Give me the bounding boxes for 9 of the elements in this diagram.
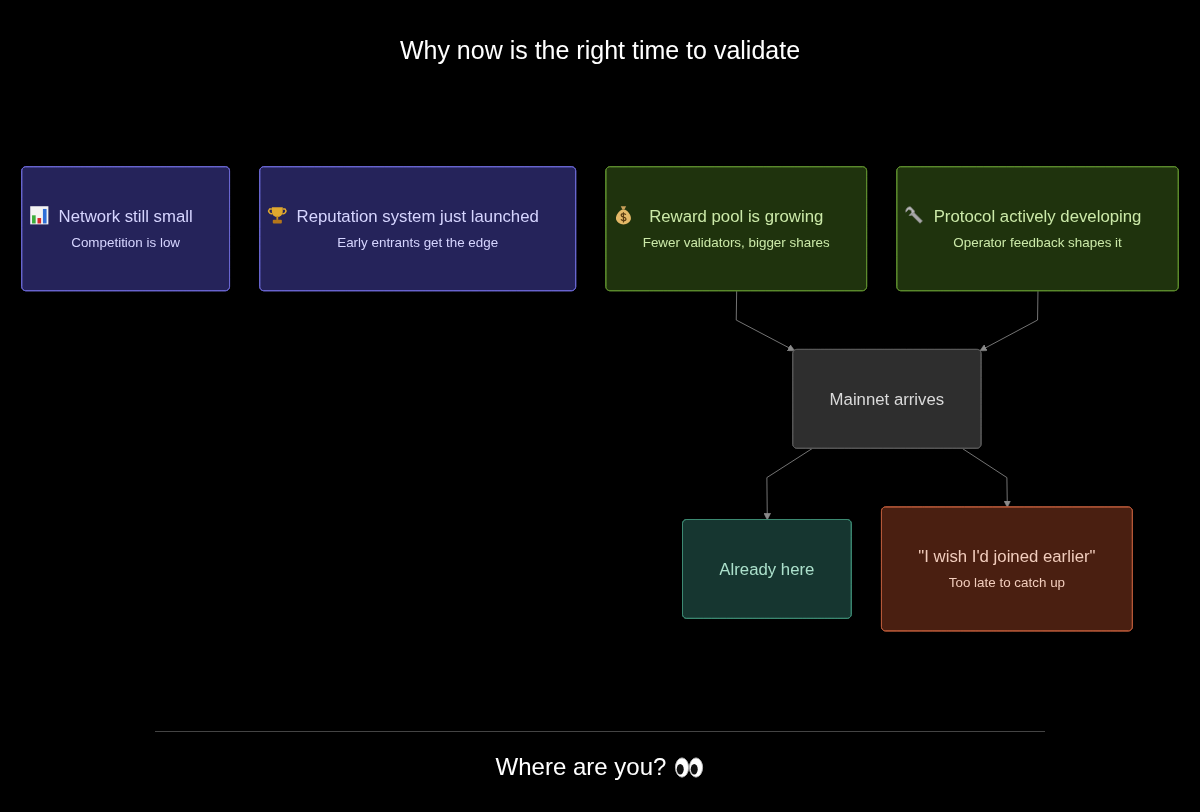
info-box: Reward pool is growing Fewer validators, bigger shares bbox=[605, 165, 868, 291]
outcome-box: Already here bbox=[682, 518, 852, 619]
info-box: Reputation system just launched Early entrants get the edge bbox=[259, 165, 577, 291]
process-box: Mainnet arrives bbox=[792, 348, 982, 449]
info-box: Protocol actively developing Operator feedback shapes it bbox=[896, 165, 1179, 291]
caption: Where are you? bbox=[495, 752, 667, 782]
info-box: Network still small Competition is low bbox=[21, 165, 230, 291]
title: Why now is the right time to validate bbox=[399, 35, 801, 66]
outcome-box: "I wish I'd joined earlier" Too late to catch up bbox=[881, 506, 1133, 632]
